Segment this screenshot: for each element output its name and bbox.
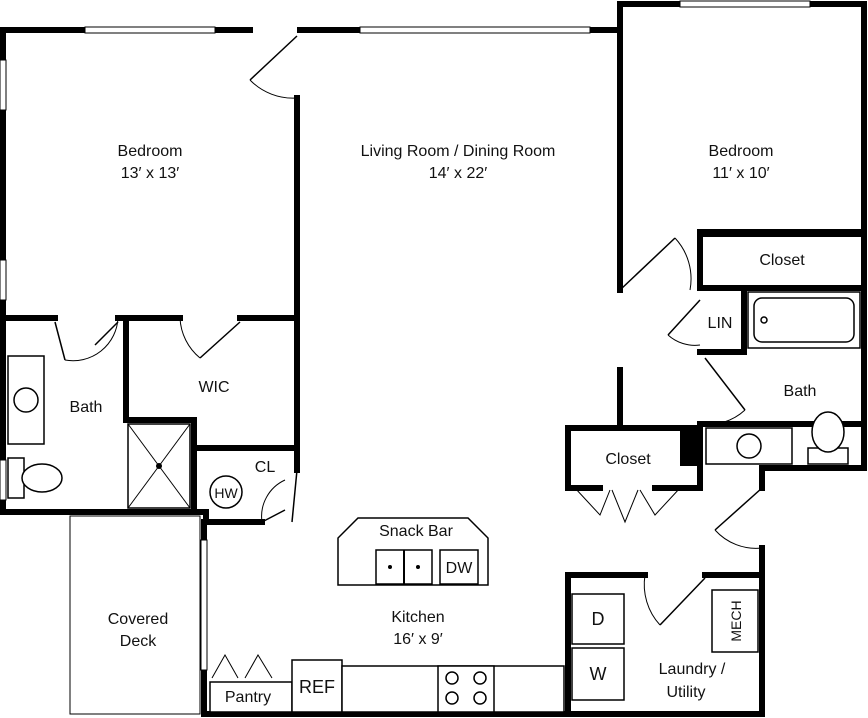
windows xyxy=(0,0,811,671)
room-name-bedroom-left: Bedroom xyxy=(118,143,183,160)
label-cl: CL xyxy=(255,459,276,476)
label-laundry-line2: Utility xyxy=(666,684,705,701)
label-lin: LIN xyxy=(708,315,733,332)
label-deck-line1: Covered xyxy=(108,611,168,628)
label-laundry-line1: Laundry / xyxy=(659,661,726,678)
label-ref: REF xyxy=(299,677,335,697)
label-bath-right: Bath xyxy=(784,383,817,400)
label-bath-left: Bath xyxy=(70,399,103,416)
label-mech: MECH xyxy=(728,600,744,641)
label-pantry: Pantry xyxy=(225,689,271,706)
room-name-kitchen: Kitchen xyxy=(391,609,444,626)
room-size-bedroom-right: 11′ x 10′ xyxy=(712,165,769,182)
label-hw: HW xyxy=(214,485,238,501)
doors xyxy=(54,35,763,679)
washer xyxy=(571,647,625,701)
refrigerator xyxy=(291,659,343,713)
mech-unit xyxy=(711,589,759,653)
stove xyxy=(437,665,495,713)
dryer xyxy=(571,593,625,645)
covered-deck xyxy=(69,515,201,715)
label-closet-center: Closet xyxy=(605,451,651,468)
room-size-kitchen: 16′ x 9′ xyxy=(393,631,443,648)
label-dryer: D xyxy=(592,609,605,629)
label-snack-bar: Snack Bar xyxy=(379,523,453,540)
room-name-bedroom-right: Bedroom xyxy=(709,143,774,160)
label-washer: W xyxy=(590,664,607,684)
label-wic: WIC xyxy=(198,379,229,396)
room-size-living: 14′ x 22′ xyxy=(429,165,487,182)
water-heater xyxy=(209,475,243,509)
label-deck-line2: Deck xyxy=(120,633,157,650)
label-dw: DW xyxy=(446,560,474,577)
room-size-bedroom-left: 13′ x 13′ xyxy=(121,165,179,182)
room-name-living: Living Room / Dining Room xyxy=(361,143,556,160)
label-closet-right: Closet xyxy=(759,252,805,269)
fixtures xyxy=(7,235,864,715)
labels: Bedroom 13′ x 13′ Living Room / Dining R… xyxy=(70,143,817,706)
